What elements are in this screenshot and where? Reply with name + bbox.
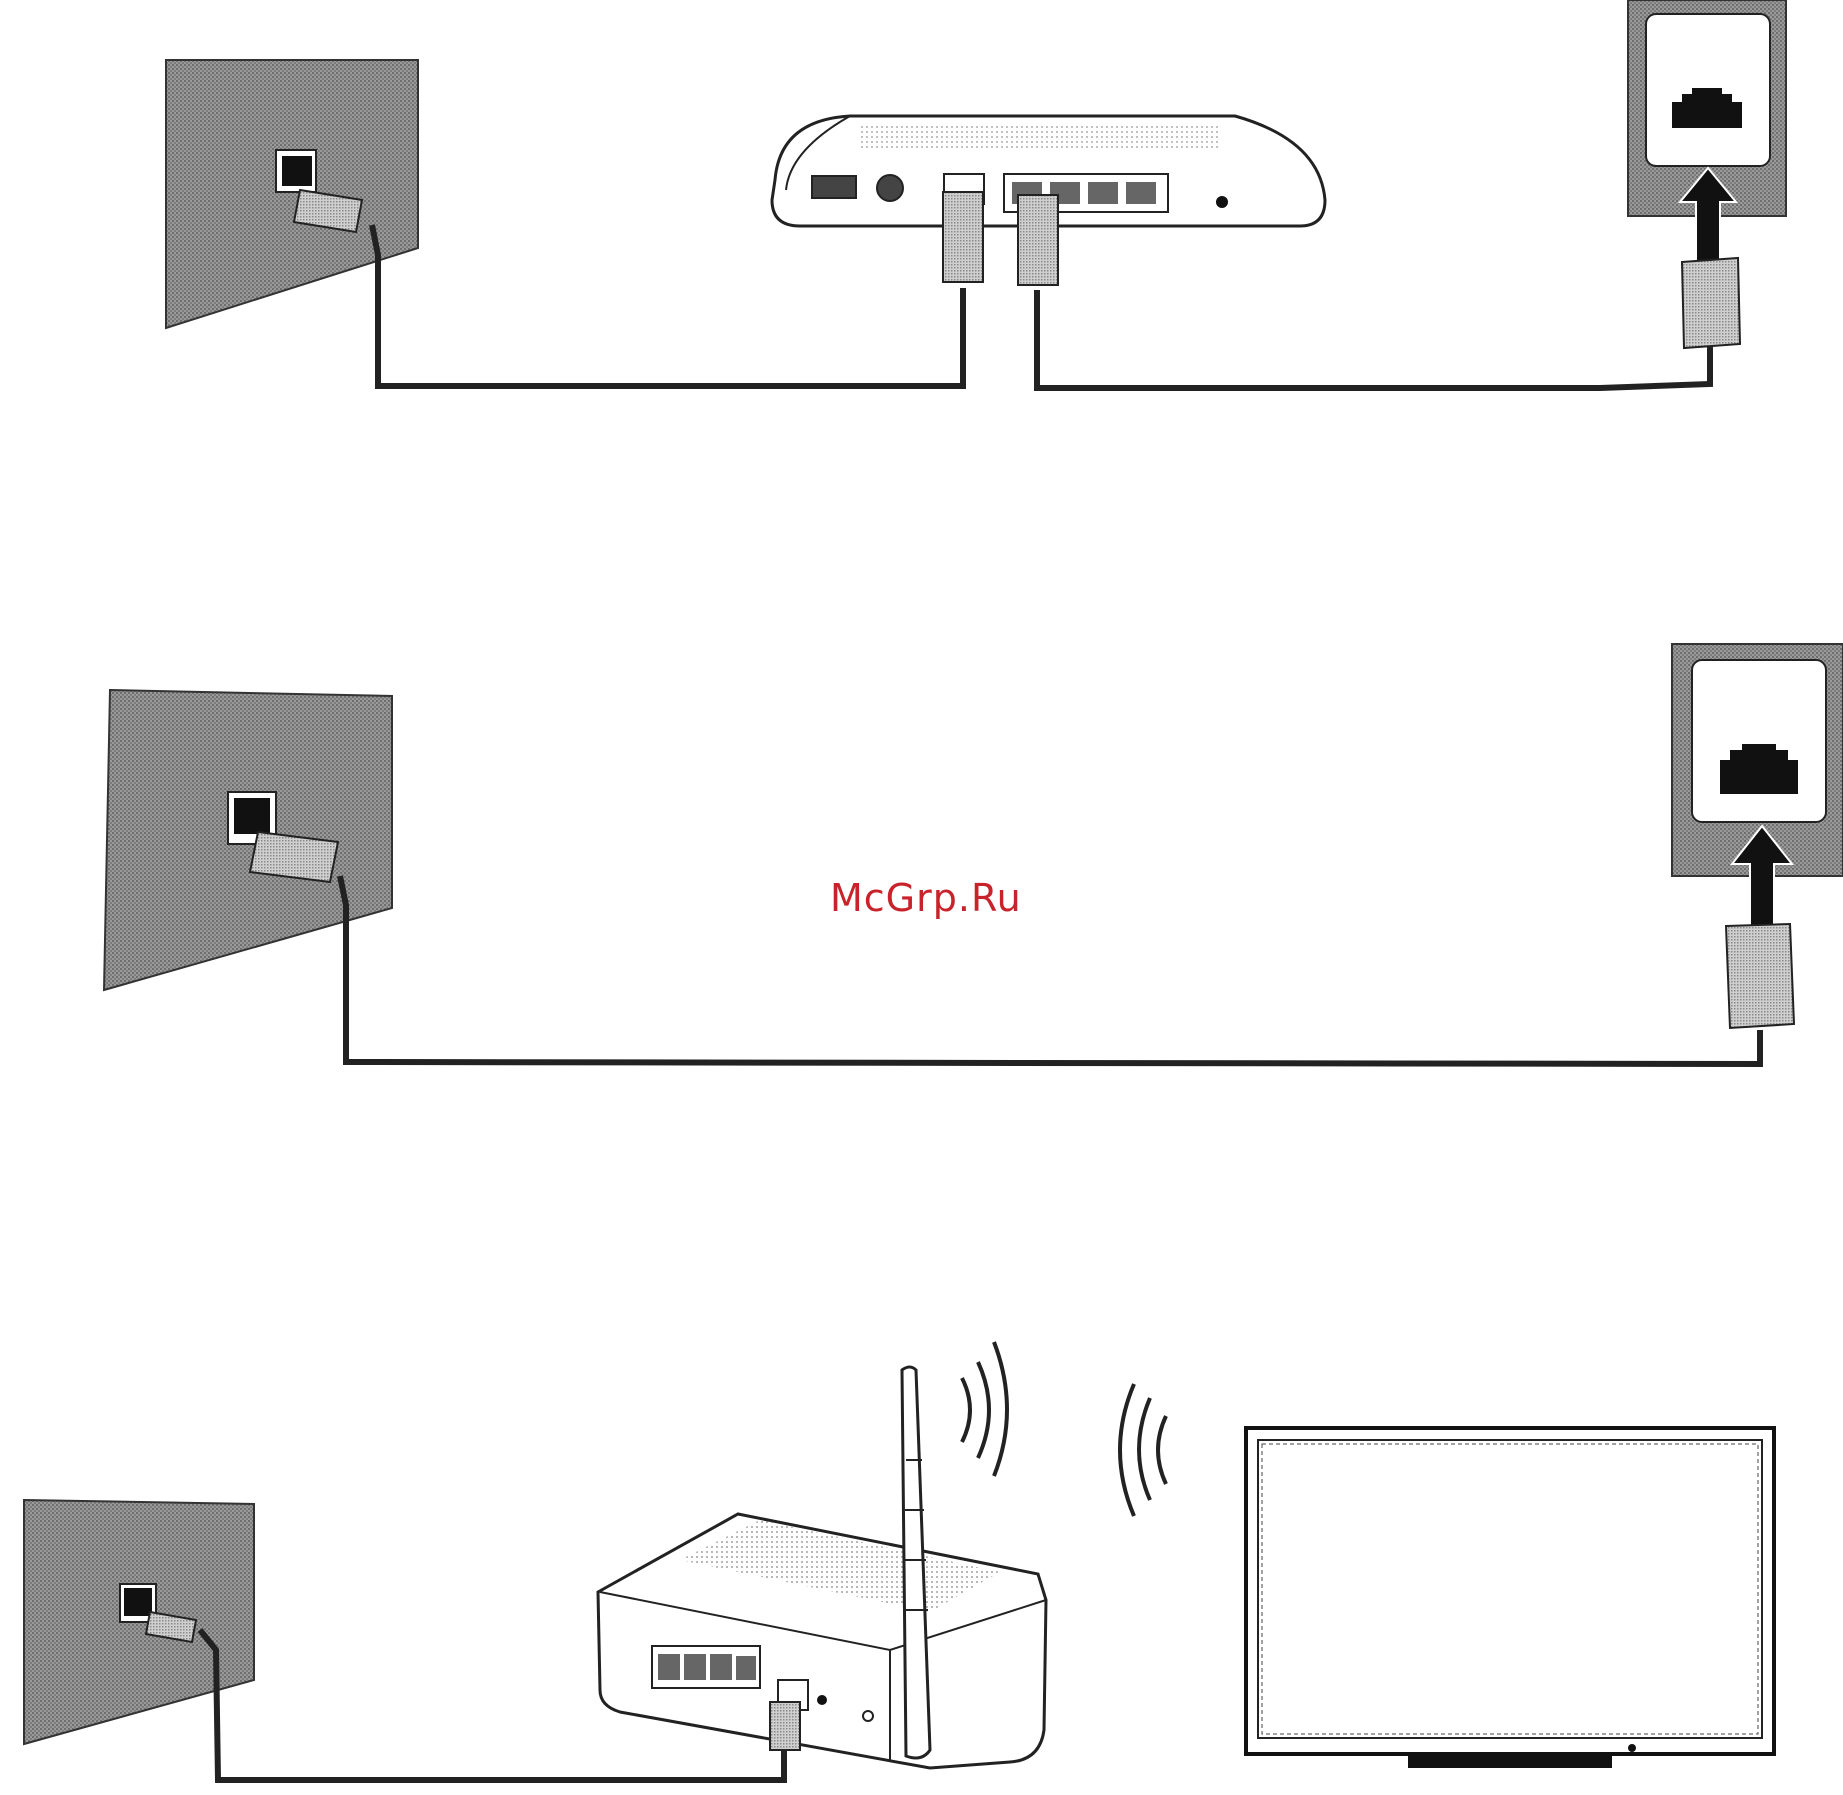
rj45-plug-icon xyxy=(943,192,983,282)
cable xyxy=(1037,290,1710,388)
rj45-plug-icon xyxy=(1018,195,1058,285)
diagram-wireless-router xyxy=(24,1342,1774,1780)
diagram-direct-cable xyxy=(104,644,1843,1064)
rj45-plug-icon xyxy=(770,1702,800,1750)
watermark: McGrp.Ru xyxy=(830,876,1022,920)
cable xyxy=(372,225,963,386)
diagram-wired-router xyxy=(166,0,1786,388)
rj45-plug-icon xyxy=(250,832,338,882)
tv xyxy=(1246,1428,1774,1768)
wireless-router xyxy=(598,1514,1046,1768)
wifi-signal-icon xyxy=(1120,1384,1166,1516)
rj45-plug-icon xyxy=(1726,924,1794,1028)
rj45-plug-icon xyxy=(1682,258,1740,348)
wifi-signal-icon xyxy=(962,1342,1007,1476)
cable xyxy=(340,876,1760,1064)
